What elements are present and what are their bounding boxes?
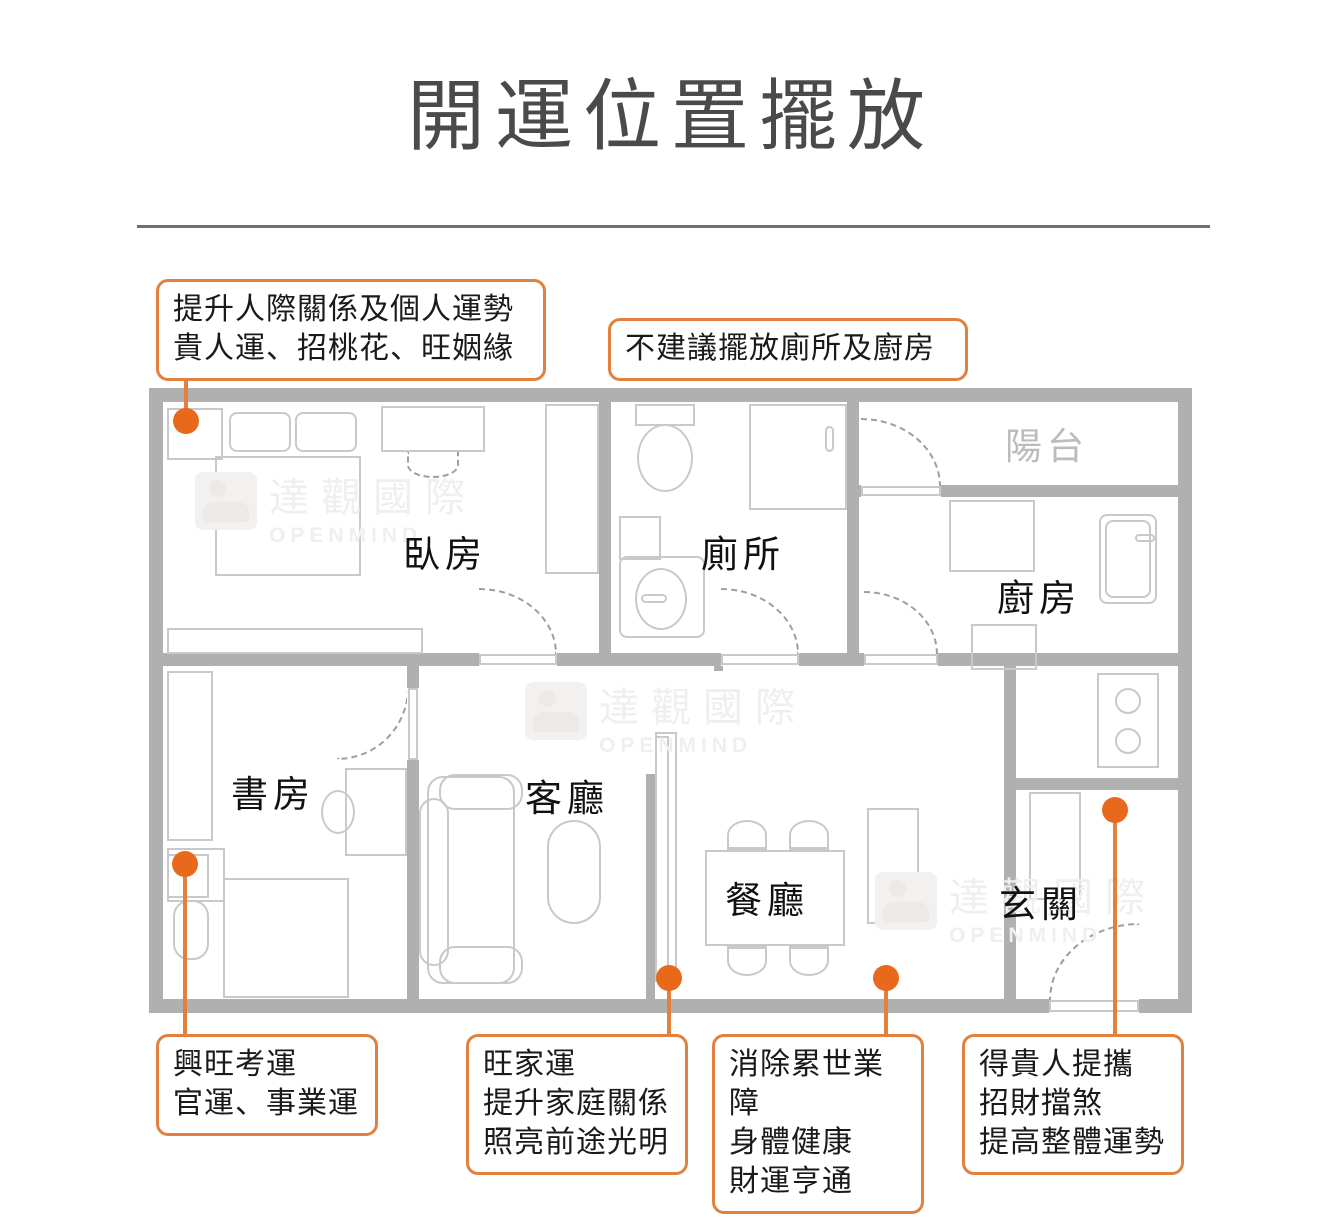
living-sofa-cushion-top xyxy=(439,774,523,810)
callout-no-toilet-kitchen[interactable]: 不建議擺放廁所及廚房 xyxy=(608,318,968,381)
door-leaf-hall xyxy=(864,654,938,665)
wall-exterior-right xyxy=(1178,388,1192,1013)
kitchen-burner-top xyxy=(1115,688,1141,714)
callout-bedroom-corner[interactable]: 提升人際關係及個人運勢 貴人運、招桃花、旺姻緣 xyxy=(156,279,546,381)
door-swing-bedroom xyxy=(479,588,557,654)
dining-chair-top-1 xyxy=(727,820,767,850)
wall-kitchen-foyer xyxy=(1016,778,1192,790)
toilet-towel-bar xyxy=(825,426,834,452)
toilet-shelf xyxy=(619,516,661,560)
anchor-dot-study[interactable] xyxy=(172,851,198,877)
bedroom-window-ledge xyxy=(167,628,423,654)
bedroom-wardrobe-arc xyxy=(407,452,459,478)
connector-line-entrance xyxy=(1113,810,1117,1034)
bedroom-pillow-right xyxy=(295,412,357,452)
connector-line-bedroom xyxy=(184,360,188,422)
wall-bedroom-right xyxy=(599,388,611,666)
floor-plan: 達觀國際 OPENMIND 達觀國際 OPENMIND 達觀國際 OPENMIN… xyxy=(149,388,1192,1013)
study-bed xyxy=(223,878,349,998)
toilet-sink-basin xyxy=(635,568,687,630)
kitchen-stove xyxy=(1097,673,1159,768)
kitchen-counter-lower xyxy=(971,624,1037,670)
callout-study-corner[interactable]: 興旺考運 官運、事業運 xyxy=(156,1034,378,1136)
room-label-bedroom: 臥房 xyxy=(403,533,487,576)
room-label-study: 書房 xyxy=(231,773,315,816)
door-leaf-toilet xyxy=(721,654,799,665)
page-title: 開運位置擺放 xyxy=(406,72,935,162)
room-label-dining: 餐廳 xyxy=(725,879,809,922)
living-tv-panel xyxy=(655,736,669,980)
door-swing-study-arc xyxy=(337,688,409,760)
kitchen-counter-upper xyxy=(949,500,1035,572)
door-swing-hall xyxy=(864,591,938,654)
toilet-sink-counter xyxy=(619,556,705,638)
toilet-faucet xyxy=(641,594,667,603)
dining-chair-bottom-2 xyxy=(789,946,829,976)
room-label-toilet: 廁所 xyxy=(701,533,785,576)
wall-kitchen-left xyxy=(847,497,859,666)
connector-line-dining xyxy=(884,978,888,1034)
callout-entrance[interactable]: 得貴人提攜 招財擋煞 提高整體運勢 xyxy=(962,1034,1184,1175)
anchor-dot-living[interactable] xyxy=(656,965,682,991)
foyer-shoe-cabinet xyxy=(1029,792,1081,900)
kitchen-fridge-inner xyxy=(1105,520,1151,598)
wall-foyer-left xyxy=(1004,653,1016,1013)
bedroom-wardrobe-top xyxy=(381,406,485,452)
door-leaf-entrance xyxy=(1049,1000,1139,1012)
wall-stub-living-left xyxy=(646,774,655,999)
kitchen-fridge-handle xyxy=(1135,534,1155,542)
anchor-dot-entrance[interactable] xyxy=(1102,797,1128,823)
toilet-cistern xyxy=(635,404,695,426)
study-bed-pillow xyxy=(173,900,209,960)
anchor-dot-bedroom[interactable] xyxy=(173,408,199,434)
callout-dining-room[interactable]: 消除累世業障 身體健康 財運亨通 xyxy=(712,1034,924,1214)
dining-chair-bottom-1 xyxy=(727,946,767,976)
watermark-text-en: OPENMIND xyxy=(599,734,753,757)
study-bookshelf xyxy=(167,671,213,841)
connector-line-living xyxy=(667,978,671,1034)
toilet-shower-partition xyxy=(749,404,847,510)
dining-table xyxy=(705,850,845,946)
wall-exterior-left xyxy=(149,388,163,1013)
bedroom-bed xyxy=(215,456,361,576)
anchor-dot-dining[interactable] xyxy=(873,965,899,991)
study-chair xyxy=(321,790,355,834)
room-label-living: 客廳 xyxy=(525,777,609,820)
bedroom-nightstand-left xyxy=(167,408,223,460)
wall-exterior-top xyxy=(149,388,1192,402)
door-leaf-study xyxy=(408,688,418,760)
wall-balcony-left xyxy=(847,388,859,497)
watermark-center: 達觀國際 OPENMIND xyxy=(525,682,807,758)
kitchen-burner-bottom xyxy=(1115,728,1141,754)
door-leaf-bedroom xyxy=(479,654,557,665)
door-leaf-balcony xyxy=(861,486,941,496)
living-coffee-table xyxy=(547,820,601,924)
callout-living-room[interactable]: 旺家運 提升家庭關係 照亮前途光明 xyxy=(466,1034,688,1175)
living-sofa-armrest xyxy=(419,798,449,966)
door-swing-entrance xyxy=(1049,923,1139,1000)
living-sofa-cushion-bottom xyxy=(439,946,523,984)
door-swing-balcony xyxy=(861,418,941,486)
bedroom-closet-right xyxy=(545,404,599,574)
dining-chair-top-2 xyxy=(789,820,829,850)
door-swing-toilet xyxy=(721,588,799,654)
title-divider xyxy=(137,225,1210,228)
room-label-kitchen: 廚房 xyxy=(997,577,1081,620)
watermark-logo-mark xyxy=(525,682,587,740)
watermark-text-cn: 達觀國際 xyxy=(599,685,807,731)
bedroom-pillow-left xyxy=(229,412,291,452)
room-label-foyer: 玄關 xyxy=(999,883,1083,926)
kitchen-fridge xyxy=(1099,514,1157,604)
toilet-bowl xyxy=(637,424,693,492)
wall-stub-toilet-lower xyxy=(714,653,723,671)
room-label-balcony: 陽台 xyxy=(1005,425,1089,468)
connector-line-study xyxy=(183,864,187,1034)
dining-sideboard xyxy=(867,808,919,924)
